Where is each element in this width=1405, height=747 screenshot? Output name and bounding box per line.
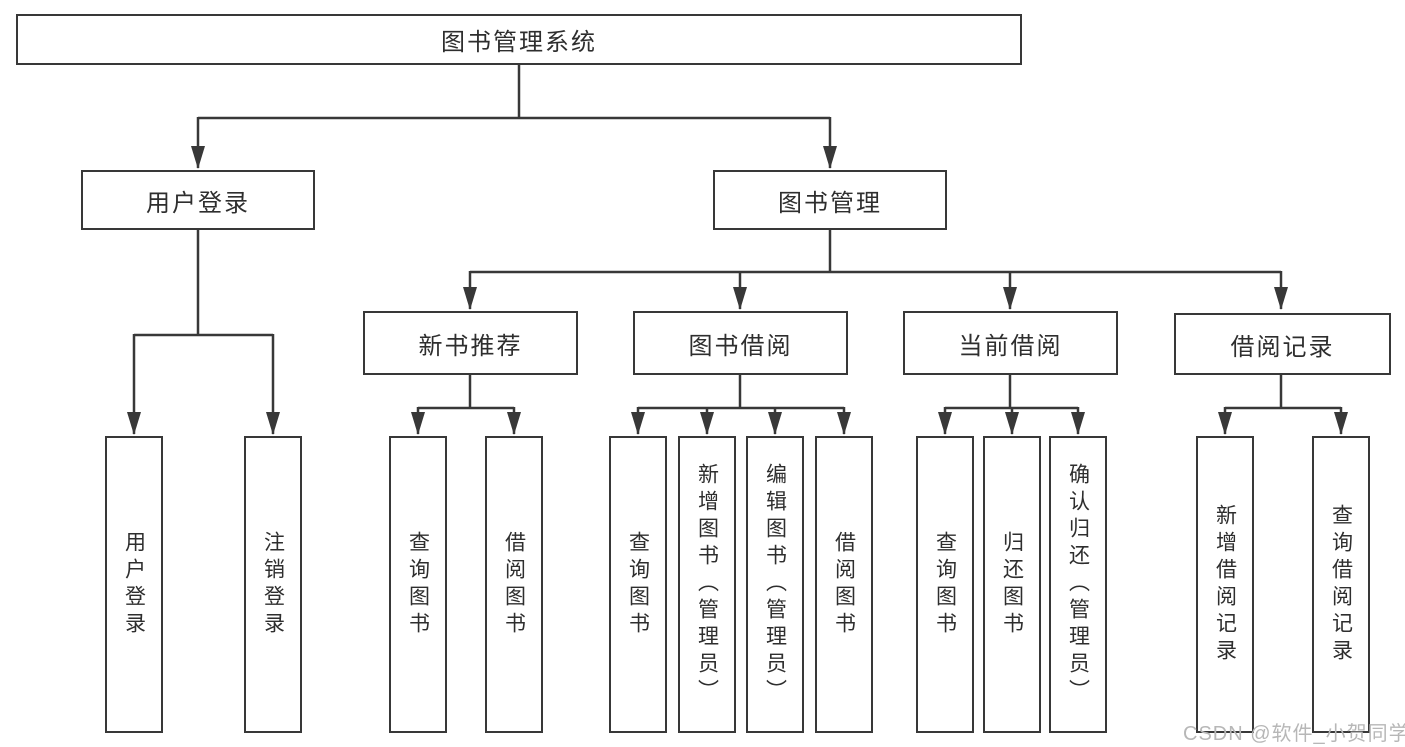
node-new-book-recommend: 新书推荐 xyxy=(363,311,578,375)
node-borrow-records: 借阅记录 xyxy=(1174,313,1391,375)
leaf-add-books-admin: 新增图书（管理员） xyxy=(678,436,736,733)
node-current-borrow: 当前借阅 xyxy=(903,311,1118,375)
connector-level3-forks xyxy=(418,375,1341,410)
leaf-borrow-books-recommend: 借阅图书 xyxy=(485,436,543,733)
node-library-management-system: 图书管理系统 xyxy=(16,14,1022,65)
node-book-management: 图书管理 xyxy=(713,170,947,230)
node-user-login: 用户登录 xyxy=(81,170,315,230)
leaf-edit-books-admin: 编辑图书（管理员） xyxy=(746,436,804,733)
connector-leaf-arrows xyxy=(411,407,1348,435)
leaf-confirm-return-admin: 确认归还（管理员） xyxy=(1049,436,1107,733)
leaf-query-books-borrow: 查询图书 xyxy=(609,436,667,733)
leaf-return-books: 归还图书 xyxy=(983,436,1041,733)
connector-root-to-level2 xyxy=(191,65,837,169)
leaf-logout: 注销登录 xyxy=(244,436,302,733)
leaf-query-borrow-record: 查询借阅记录 xyxy=(1312,436,1370,733)
leaf-borrow-books: 借阅图书 xyxy=(815,436,873,733)
connector-userlogin-to-leaves xyxy=(127,230,280,435)
node-book-borrow: 图书借阅 xyxy=(633,311,848,375)
csdn-watermark: CSDN @软件_小贺同学 xyxy=(1183,723,1405,745)
leaf-query-books-recommend: 查询图书 xyxy=(389,436,447,733)
leaf-add-borrow-record: 新增借阅记录 xyxy=(1196,436,1254,733)
leaf-user-login: 用户登录 xyxy=(105,436,163,733)
leaf-query-books-current: 查询图书 xyxy=(916,436,974,733)
connector-bookmgmt-to-level3 xyxy=(463,230,1288,310)
